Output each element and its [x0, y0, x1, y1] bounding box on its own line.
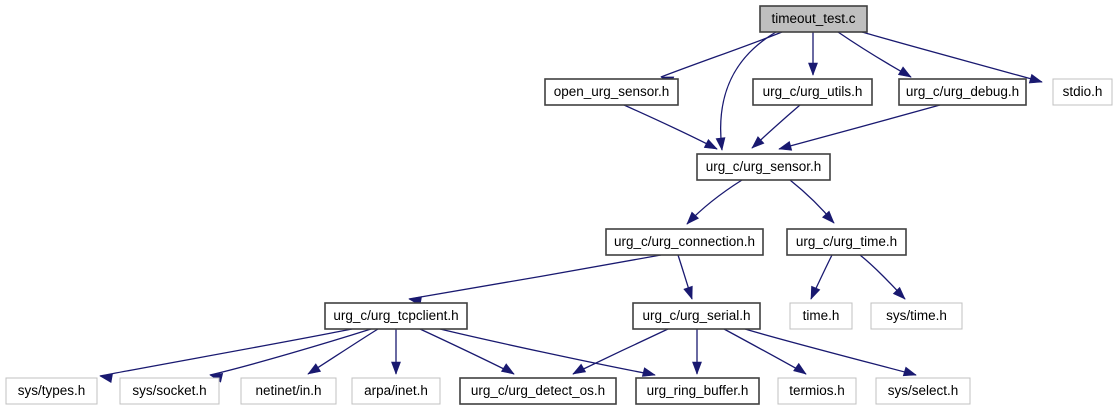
graph-node-stdio-h[interactable]: stdio.h — [1052, 78, 1113, 106]
node-label: stdio.h — [1063, 84, 1103, 99]
dependency-edge — [572, 328, 669, 375]
graph-node-sys-socket-h[interactable]: sys/socket.h — [119, 377, 220, 405]
graph-node-timeout-test-c[interactable]: timeout_test.c — [759, 5, 868, 33]
graph-node-sys-time-h[interactable]: sys/time.h — [870, 302, 963, 330]
node-label: urg_c/urg_debug.h — [906, 84, 1019, 99]
edge-arrowhead — [1028, 73, 1043, 84]
node-box[interactable] — [1052, 78, 1113, 106]
node-box[interactable] — [870, 302, 963, 330]
edge-arrowhead — [778, 141, 793, 151]
edge-arrowhead — [572, 363, 587, 375]
node-box[interactable] — [898, 78, 1027, 106]
graph-node-urg-time-h[interactable]: urg_c/urg_time.h — [786, 228, 907, 256]
node-box[interactable] — [789, 302, 853, 330]
graph-node-sys-types-h[interactable]: sys/types.h — [5, 377, 98, 405]
node-label: urg_c/urg_time.h — [796, 234, 897, 249]
graph-node-open-urg-sensor-h[interactable]: open_urg_sensor.h — [544, 78, 679, 106]
edge-arrowhead — [99, 373, 113, 383]
edge-arrowhead — [641, 367, 656, 377]
node-box[interactable] — [5, 377, 98, 405]
graph-node-netinet-in-h[interactable]: netinet/in.h — [240, 377, 337, 405]
node-box[interactable] — [351, 377, 441, 405]
dependency-edge — [408, 254, 662, 300]
graph-node-urg-connection-h[interactable]: urg_c/urg_connection.h — [605, 228, 764, 256]
dependency-edge — [99, 328, 353, 377]
nodes-layer: timeout_test.c open_urg_sensor.h urg_c/urg… — [5, 5, 1113, 405]
node-label: urg_c/urg_detect_os.h — [471, 383, 605, 398]
edge-arrowhead — [897, 66, 912, 78]
node-box[interactable] — [875, 377, 971, 405]
dependency-edge — [861, 31, 1043, 83]
node-label: urg_c/urg_serial.h — [642, 308, 750, 323]
edge-arrowhead — [793, 362, 807, 375]
graph-node-urg-sensor-h[interactable]: urg_c/urg_sensor.h — [696, 153, 831, 181]
edge-arrowhead — [810, 285, 821, 300]
node-label: sys/types.h — [18, 383, 86, 398]
node-label: urg_c/urg_sensor.h — [706, 159, 822, 174]
node-label: urg_ring_buffer.h — [647, 383, 749, 398]
node-box[interactable] — [752, 78, 873, 106]
dependency-edge — [723, 328, 807, 375]
graph-node-urg-ring-buffer-h[interactable]: urg_ring_buffer.h — [635, 377, 760, 405]
edge-arrowhead — [692, 361, 702, 375]
dependency-edge — [778, 104, 941, 150]
node-label: urg_c/urg_connection.h — [614, 234, 755, 249]
dependency-edge — [660, 31, 783, 78]
dependency-edge — [439, 328, 656, 376]
graph-node-sys-select-h[interactable]: sys/select.h — [875, 377, 971, 405]
graph-node-time-h[interactable]: time.h — [789, 302, 853, 330]
node-box[interactable] — [459, 377, 617, 405]
graph-node-urg-serial-h[interactable]: urg_c/urg_serial.h — [632, 302, 761, 330]
edge-arrowhead — [307, 363, 322, 375]
node-label: netinet/in.h — [255, 383, 321, 398]
node-label: open_urg_sensor.h — [554, 84, 670, 99]
edge-arrowhead — [822, 210, 835, 224]
node-box[interactable] — [759, 5, 868, 33]
graph-node-urg-utils-h[interactable]: urg_c/urg_utils.h — [752, 78, 873, 106]
dependency-edge — [837, 31, 912, 78]
node-label: arpa/inet.h — [364, 383, 428, 398]
node-label: sys/socket.h — [132, 383, 206, 398]
node-box[interactable] — [324, 302, 468, 330]
graph-node-termios-h[interactable]: termios.h — [777, 377, 857, 405]
edge-arrowhead — [902, 366, 917, 377]
node-box[interactable] — [786, 228, 907, 256]
dependency-edge — [623, 104, 718, 150]
node-label: urg_c/urg_tcpclient.h — [333, 308, 458, 323]
node-label: urg_c/urg_utils.h — [763, 84, 863, 99]
node-box[interactable] — [240, 377, 337, 405]
edge-arrowhead — [686, 211, 699, 225]
node-label: sys/select.h — [888, 383, 959, 398]
node-label: timeout_test.c — [771, 11, 855, 26]
node-box[interactable] — [544, 78, 679, 106]
dependency-edge — [720, 31, 777, 151]
edge-arrowhead — [715, 137, 726, 151]
node-label: sys/time.h — [886, 308, 947, 323]
node-box[interactable] — [632, 302, 761, 330]
edge-arrowhead — [391, 361, 401, 375]
node-label: time.h — [803, 308, 840, 323]
node-box[interactable] — [119, 377, 220, 405]
graph-node-arpa-inet-h[interactable]: arpa/inet.h — [351, 377, 441, 405]
graph-node-urg-detect-os-h[interactable]: urg_c/urg_detect_os.h — [459, 377, 617, 405]
edge-arrowhead — [703, 139, 718, 150]
dependency-edge — [209, 328, 372, 376]
node-box[interactable] — [635, 377, 760, 405]
edge-arrowhead — [808, 62, 818, 76]
edge-arrowhead — [683, 285, 693, 300]
node-label: termios.h — [789, 383, 845, 398]
node-box[interactable] — [605, 228, 764, 256]
node-box[interactable] — [696, 153, 831, 181]
edge-arrowhead — [500, 363, 515, 375]
node-box[interactable] — [777, 377, 857, 405]
graph-node-urg-tcpclient-h[interactable]: urg_c/urg_tcpclient.h — [324, 302, 468, 330]
arrowheads-layer — [99, 62, 1043, 383]
graph-node-urg-debug-h[interactable]: urg_c/urg_debug.h — [898, 78, 1027, 106]
dependency-edge — [744, 328, 917, 376]
edge-arrowhead — [892, 286, 906, 300]
edge-arrowhead — [751, 136, 765, 149]
